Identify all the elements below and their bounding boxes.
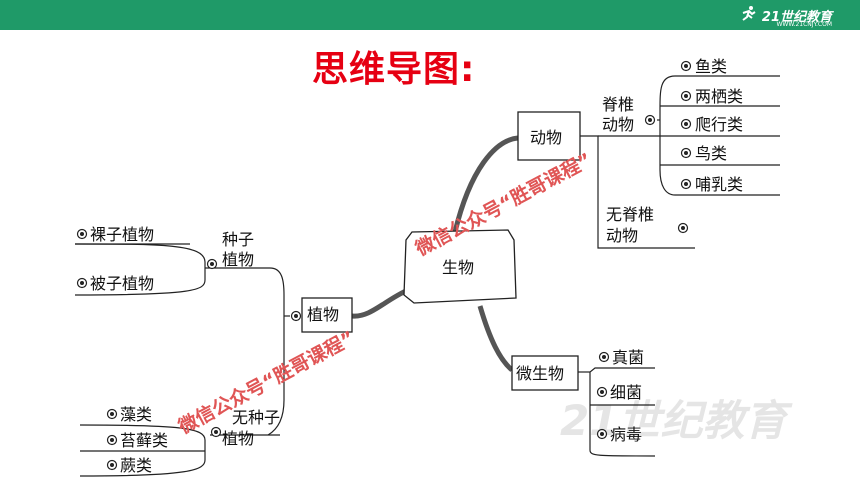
item-fish: 鱼类 xyxy=(675,57,780,77)
item-moss: 苔藓类 xyxy=(106,431,168,450)
item-amphibian: 两栖类 xyxy=(660,87,780,107)
center-label: 生物 xyxy=(442,258,474,277)
svg-text:被子植物: 被子植物 xyxy=(90,274,154,293)
logo-text: 21世纪教育 xyxy=(761,9,832,25)
header-bar xyxy=(0,0,860,30)
microbe-node xyxy=(511,355,579,391)
bg-watermark: 21世纪教育 xyxy=(560,396,793,445)
vertebrate-bullet xyxy=(644,114,656,126)
plant-bracket xyxy=(267,267,285,436)
microbe-bracket xyxy=(589,367,656,457)
logo-subtext: WWW.21CNJY.COM xyxy=(776,21,832,28)
seedless-bullet xyxy=(210,426,222,438)
item-bacteria: 细菌 xyxy=(596,383,642,402)
seedless-label-2: 植物 xyxy=(222,429,254,448)
plant-bullet xyxy=(290,310,302,322)
item-gymnosperm: 裸子植物 xyxy=(75,225,190,245)
seed-bullet xyxy=(206,258,218,270)
vertebrate-label-1: 脊椎 xyxy=(602,95,634,114)
center-animal-link xyxy=(452,135,519,233)
svg-text:细菌: 细菌 xyxy=(610,383,642,402)
runner-icon xyxy=(740,5,758,25)
page-title: 思维导图: xyxy=(312,49,476,90)
svg-text:鸟类: 鸟类 xyxy=(695,144,727,163)
invertebrate-label-2: 动物 xyxy=(606,226,638,245)
seed-label-1: 种子 xyxy=(222,230,254,249)
microbe-label: 微生物 xyxy=(516,364,564,383)
item-mammal: 哺乳类 xyxy=(675,175,780,196)
item-algae: 藻类 xyxy=(106,405,152,424)
invertebrate-label-1: 无脊椎 xyxy=(606,205,654,224)
center-microbe-link xyxy=(477,305,514,372)
svg-text:鱼类: 鱼类 xyxy=(695,57,727,76)
item-virus: 病毒 xyxy=(596,425,642,444)
invertebrate-bullet xyxy=(677,222,689,234)
brand-logo: 21世纪教育 WWW.21CNJY.COM xyxy=(740,5,832,28)
svg-text:病毒: 病毒 xyxy=(610,425,642,444)
seedless-label-1: 无种子 xyxy=(232,408,280,427)
svg-text:哺乳类: 哺乳类 xyxy=(695,175,743,194)
svg-text:裸子植物: 裸子植物 xyxy=(90,225,154,244)
svg-text:爬行类: 爬行类 xyxy=(695,115,743,134)
item-reptile: 爬行类 xyxy=(660,115,780,137)
svg-text:苔藓类: 苔藓类 xyxy=(120,431,168,450)
svg-text:真菌: 真菌 xyxy=(612,348,644,367)
item-angiosperm: 被子植物 xyxy=(76,274,154,293)
plant-node xyxy=(301,297,353,333)
seedless-bracket xyxy=(79,424,206,477)
seed-label-2: 植物 xyxy=(222,250,254,269)
vertebrate-bracket xyxy=(659,75,676,196)
svg-text:蕨类: 蕨类 xyxy=(120,456,152,475)
plant-label: 植物 xyxy=(307,305,339,324)
animal-label: 动物 xyxy=(530,128,562,147)
item-fern: 蕨类 xyxy=(106,456,152,475)
center-node xyxy=(403,229,517,304)
svg-text:藻类: 藻类 xyxy=(120,405,152,424)
vertebrate-label-2: 动物 xyxy=(602,115,634,134)
svg-text:两栖类: 两栖类 xyxy=(695,87,743,106)
item-fungi: 真菌 xyxy=(598,348,644,367)
animal-node xyxy=(517,111,581,161)
item-bird: 鸟类 xyxy=(660,144,780,166)
animal-branch-line xyxy=(580,135,695,249)
center-plant-link xyxy=(351,287,410,319)
